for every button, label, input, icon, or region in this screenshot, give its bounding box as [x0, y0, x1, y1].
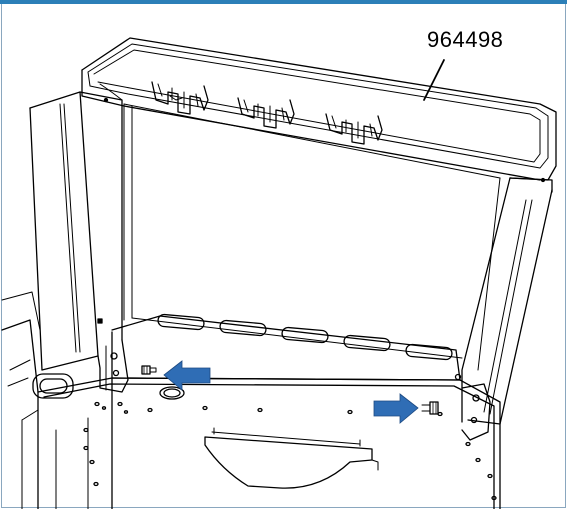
right-upright	[454, 177, 553, 441]
deck-plate	[83, 315, 497, 501]
screw-icon	[421, 401, 439, 415]
callout-leader	[423, 59, 445, 101]
screw-icon	[141, 365, 157, 375]
cable-hook-2	[237, 97, 295, 129]
top-frame	[81, 37, 557, 181]
cable-hook-1	[151, 81, 209, 115]
header-rule	[0, 0, 567, 4]
back-panel	[123, 103, 501, 371]
figure-border	[1, 4, 566, 508]
cable-hook-3	[325, 113, 383, 145]
left-upright	[29, 91, 129, 393]
arrow-right-icon	[373, 393, 419, 424]
front-handle	[204, 427, 379, 489]
part-number-callout: 964498	[427, 27, 504, 52]
cabinet-body	[1, 291, 501, 509]
arrow-left-icon	[163, 360, 211, 391]
vent-slots	[157, 313, 453, 361]
